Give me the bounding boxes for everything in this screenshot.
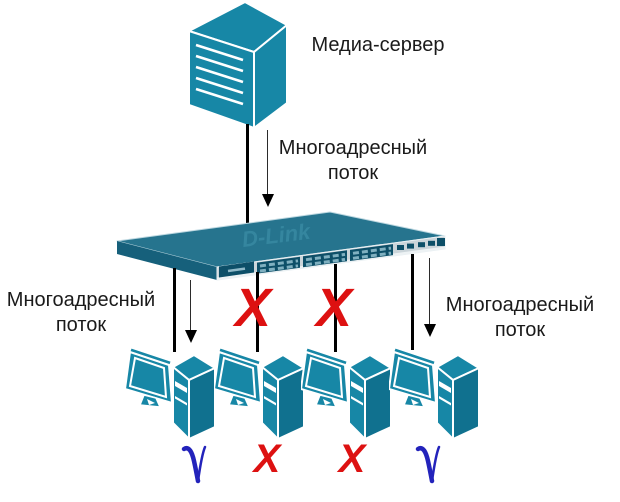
multicast-arrow-top-head (262, 194, 274, 207)
desktop-computer-icon-2 (214, 348, 305, 440)
check-icon-client-4 (415, 445, 441, 484)
switch-port-group (350, 244, 393, 261)
check-icon-client-1 (181, 445, 207, 484)
multicast-arrow-left-head (185, 330, 197, 343)
blocked-x-mark-client-2: X (253, 437, 281, 481)
multicast-arrow-left-line (190, 280, 191, 330)
server-switch-line (246, 124, 249, 223)
desktop-computer-icon-3 (301, 348, 392, 440)
server-vent-lines (195, 43, 244, 106)
multicast-arrow-right-head (424, 324, 436, 337)
multicast-stream-label-top: Многоадресный поток (278, 137, 428, 184)
multicast-stream-label-right: Многоадресный поток (445, 294, 595, 341)
client-link-line-3 (334, 264, 337, 352)
multicast-arrow-top-line (267, 130, 268, 194)
multicast-stream-label-left: Многоадресный поток (6, 289, 156, 336)
blocked-x-mark-client-3: X (338, 437, 366, 481)
switch-uplink-ports (397, 238, 445, 250)
server-tower-icon (188, 1, 288, 129)
multicast-arrow-right-line (429, 258, 430, 324)
media-server-label: Медиа-сервер (311, 34, 445, 56)
desktop-computer-icon-1 (125, 348, 216, 440)
switch-port-group (257, 256, 300, 274)
client-link-line-4 (411, 254, 414, 350)
client-link-line-2 (256, 272, 259, 352)
client-link-line-1 (173, 268, 176, 352)
desktop-computer-icon-4 (389, 348, 480, 440)
blocked-x-mark-link-2: X (234, 278, 272, 338)
blocked-x-mark-link-3: X (315, 278, 353, 338)
switch-port-group (303, 250, 347, 268)
ethernet-switch-icon: D-Link (116, 211, 446, 281)
